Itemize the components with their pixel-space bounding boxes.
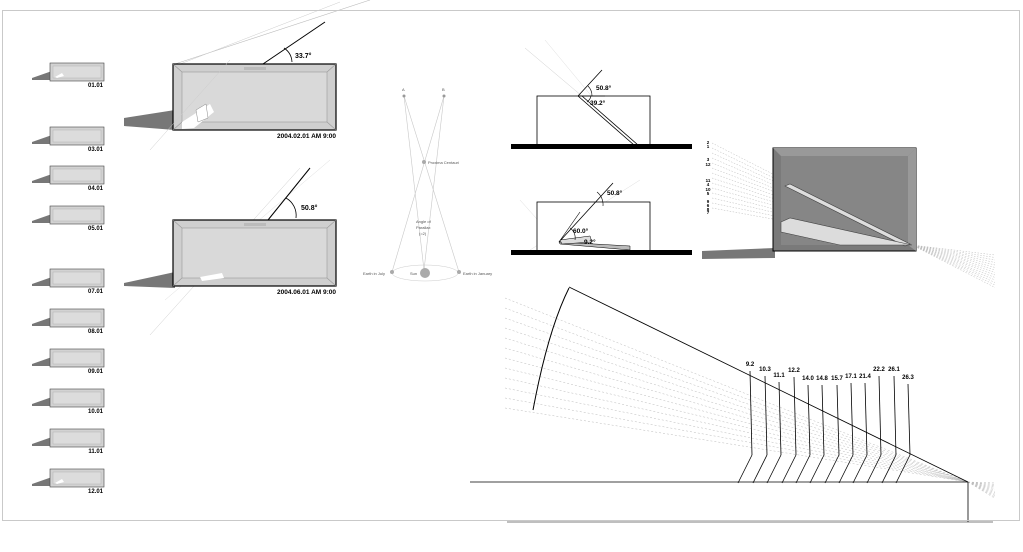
- side-number: 4: [707, 182, 710, 187]
- thumbnail-05.01: 05.01: [32, 205, 105, 232]
- thumbnail-date: 04.01: [88, 186, 104, 192]
- proxima-label: Proxima Centauri: [428, 160, 459, 165]
- angle-label-2: Parallax: [416, 225, 430, 230]
- side-number: 11: [706, 178, 711, 183]
- room-february-caption: 2004.02.01 AM 9:00: [277, 133, 336, 140]
- side-number: 9: [707, 199, 710, 204]
- thumbnail-date: 03.01: [88, 147, 104, 153]
- fan-value-label: 15.7: [831, 376, 843, 382]
- thumbnail-08.01: 08.01: [32, 308, 105, 335]
- side-number: 7: [707, 210, 710, 215]
- side-number: 8: [707, 207, 710, 212]
- side-number: 3: [707, 157, 710, 162]
- fan-value-label: 26.3: [902, 375, 914, 381]
- parallax-diagram: A B Proxima Centauri Angle of Parallax (…: [363, 87, 492, 282]
- star-b-label: B: [442, 87, 445, 92]
- fan-value-label: 14.8: [816, 376, 828, 382]
- earth-july-label: Earth in July: [363, 271, 385, 276]
- section-top-inner-angle: 39.2°: [590, 99, 606, 107]
- fan-value-label: 22.2: [873, 367, 885, 373]
- thumbnail-date: 08.01: [88, 329, 104, 335]
- thumbnail-01.01: 01.01: [32, 62, 105, 89]
- angle-label-3: (=2): [419, 231, 427, 236]
- section-top-outer-angle: 50.8°: [596, 84, 612, 92]
- thumbnail-10.01: 10.01: [32, 388, 105, 415]
- side-number: 2: [707, 140, 710, 145]
- room-february-angle: 33.7°: [295, 52, 312, 60]
- section-bottom: 50.8° 60.0° 9.2°: [511, 179, 692, 255]
- section-top: 50.8° 39.2°: [511, 39, 692, 149]
- fan-value-label: 21.4: [859, 374, 871, 380]
- fan-value-label: 26.1: [888, 367, 900, 373]
- fan-value-label: 11.1: [773, 373, 785, 379]
- side-number: 10: [705, 187, 711, 192]
- thumbnail-date: 07.01: [88, 289, 104, 295]
- fan-value-label: 12.2: [788, 368, 800, 374]
- side-number: 12: [705, 162, 711, 167]
- thumbnail-date: 01.01: [88, 83, 104, 89]
- fan-value-label: 17.1: [845, 374, 857, 380]
- side-number: 1: [707, 144, 710, 149]
- room-june-caption: 2004.06.01 AM 9:00: [277, 289, 336, 296]
- angle-label-1: Angle of: [416, 219, 432, 224]
- star-a-label: A: [402, 87, 405, 92]
- thumbnail-03.01: 03.01: [32, 126, 105, 153]
- fan-value-label: 10.3: [759, 367, 771, 373]
- room-june: 50.8° 2004.06.01 AM 9:00: [124, 159, 337, 336]
- thumbnail-12.01: 12.01: [32, 468, 105, 495]
- thumbnail-09.01: 09.01: [32, 348, 105, 375]
- section-bottom-mid-angle: 60.0°: [573, 227, 589, 235]
- sun-label: Sun: [410, 271, 417, 276]
- fan-value-label: 9.2: [746, 362, 755, 368]
- monthly-thumbnails: 01.01 03.01 04.01 05.01 07.01 08.01 09.01 10.01…: [32, 62, 105, 495]
- thumbnail-date: 10.01: [88, 409, 104, 415]
- thumbnail-date: 11.01: [88, 449, 103, 455]
- section-bottom-low-angle: 9.2°: [584, 238, 596, 246]
- thumbnail-date: 12.01: [88, 489, 104, 495]
- thumbnail-07.01: 07.01: [32, 268, 105, 295]
- room-february: 33.7° 2004.02.01 AM 9:00: [124, 0, 371, 151]
- room-june-angle: 50.8°: [301, 204, 318, 212]
- thumbnail-date: 09.01: [88, 369, 104, 375]
- fan-value-label: 14.0: [802, 376, 814, 382]
- section-bottom-outer-angle: 50.8°: [607, 189, 623, 197]
- side-number: 6: [707, 203, 710, 208]
- side-number: 5: [707, 191, 710, 196]
- earth-january-label: Earth in January: [463, 271, 492, 276]
- thumbnail-date: 05.01: [88, 226, 104, 232]
- thumbnail-04.01: 04.01: [32, 165, 105, 192]
- thumbnail-11.01: 11.01: [32, 428, 105, 455]
